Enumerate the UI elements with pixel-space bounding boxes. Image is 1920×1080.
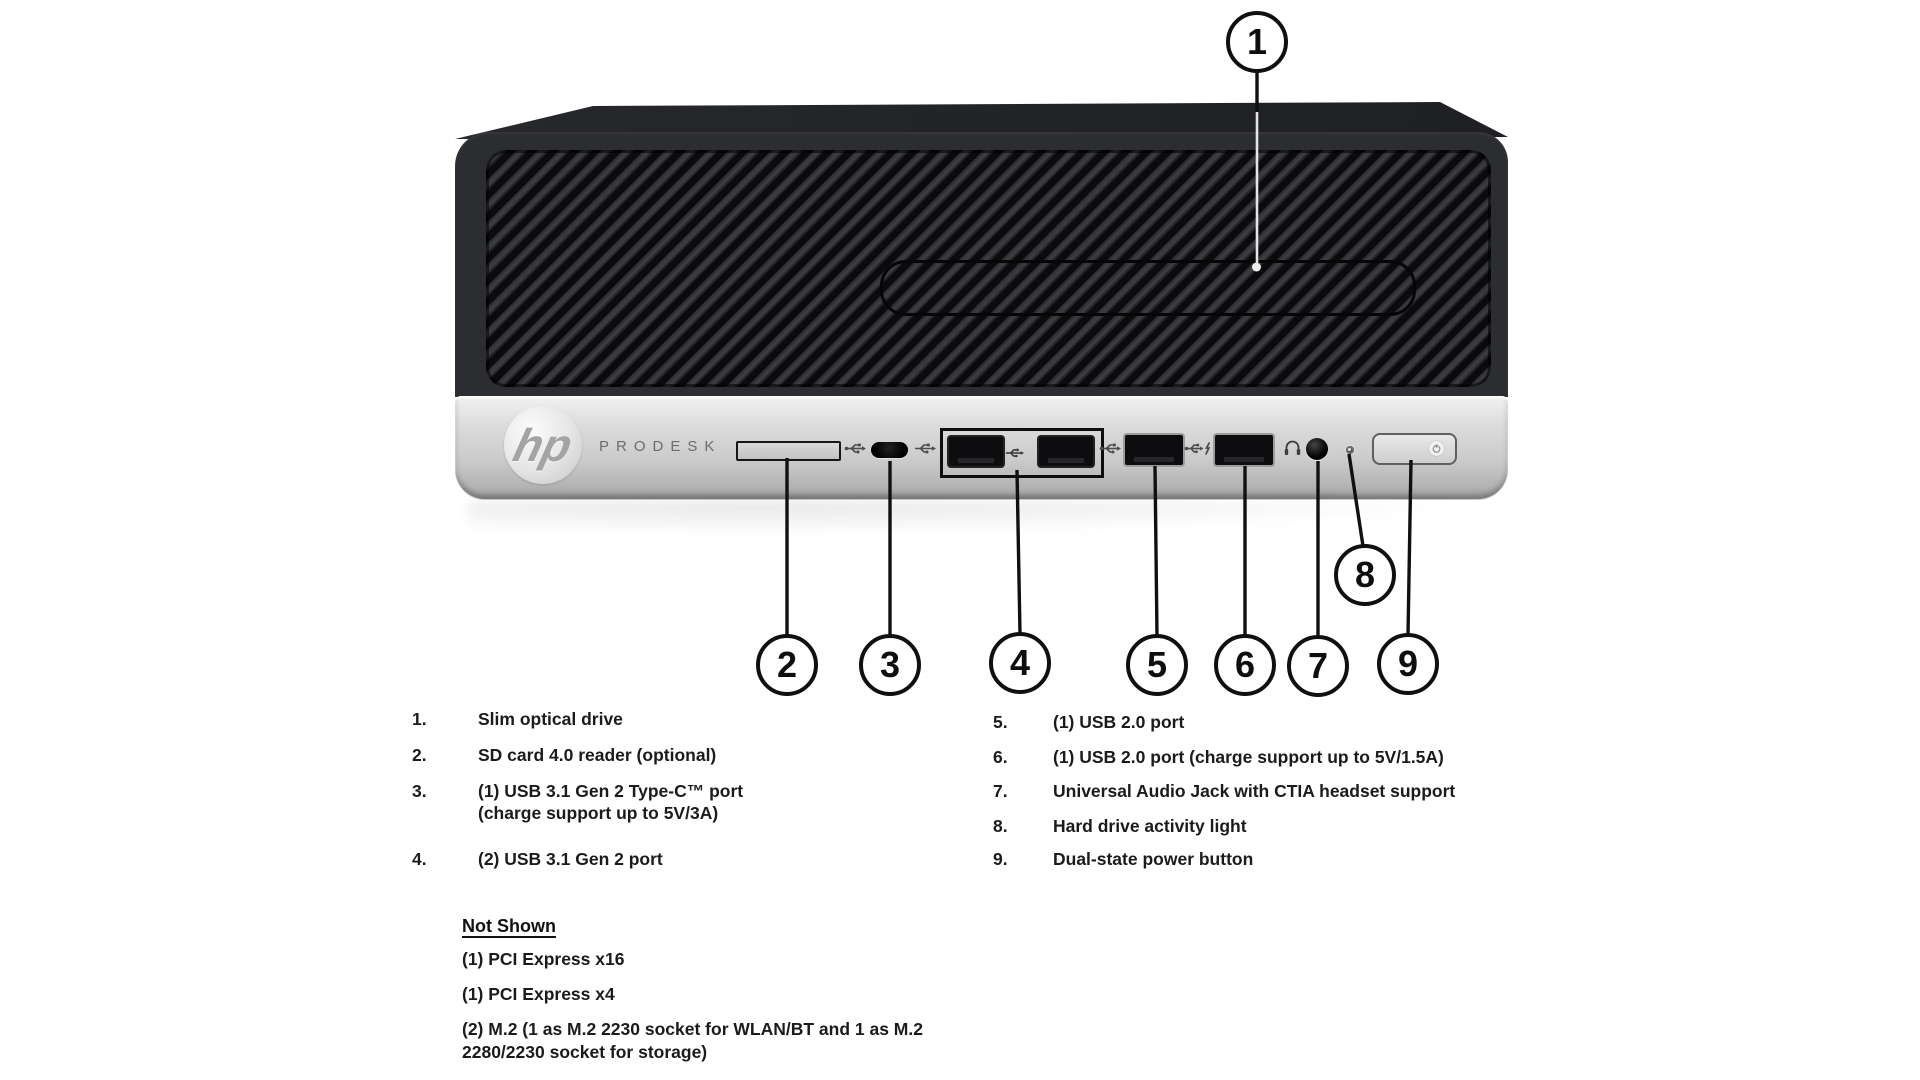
front-io-panel: hp PRODESK <box>455 396 1508 499</box>
usb-charging-icon <box>1184 442 1211 455</box>
callout-9: 9 <box>1377 633 1439 695</box>
not-shown-item: (2) M.2 (1 as M.2 2230 socket for WLAN/B… <box>462 1019 923 1062</box>
callout-5: 5 <box>1126 634 1188 696</box>
headphone-icon <box>1284 440 1301 455</box>
callout-5-number: 5 <box>1146 644 1168 685</box>
usb3-port-right <box>1039 437 1093 466</box>
power-icon <box>1429 441 1444 456</box>
legend-item-text: SD card 4.0 reader (optional) <box>478 745 717 765</box>
power-button <box>1372 433 1457 465</box>
callout-9-number: 9 <box>1397 643 1419 684</box>
legend-item-4: 4. (2) USB 3.1 Gen 2 port <box>412 848 663 870</box>
callout-line-8 <box>1347 453 1365 547</box>
legend-item-number: 7. <box>993 781 1008 801</box>
callout-6-number: 6 <box>1234 644 1256 685</box>
callout-1-number: 1 <box>1246 21 1268 62</box>
legend-item-text-line2: (charge support up to 5V/3A) <box>478 803 719 823</box>
callout-8: 8 <box>1334 544 1396 606</box>
callout-4-number: 4 <box>1009 642 1031 683</box>
callout-2-number: 2 <box>776 644 798 685</box>
legend-item-text: Hard drive activity light <box>1053 816 1247 836</box>
superspeed-usb-icon <box>915 443 936 454</box>
legend-item-text: (2) USB 3.1 Gen 2 port <box>478 849 663 869</box>
legend-item-6: 6. (1) USB 2.0 port (charge support up t… <box>993 746 1444 768</box>
callout-7-number: 7 <box>1307 645 1329 686</box>
callout-line-9 <box>1406 459 1413 636</box>
callout-3: 3 <box>859 634 921 696</box>
dual-usb3-port-group <box>940 428 1104 478</box>
hp-logo: hp <box>504 406 582 484</box>
legend-item-3: 3. (1) USB 3.1 Gen 2 Type-C™ port (charg… <box>412 780 743 824</box>
legend-item-5: 5. (1) USB 2.0 port <box>993 711 1184 733</box>
legend-item-7: 7. Universal Audio Jack with CTIA headse… <box>993 780 1455 802</box>
legend-item-number: 8. <box>993 816 1008 836</box>
legend-item-text: (1) USB 3.1 Gen 2 Type-C™ port (charge s… <box>478 780 743 824</box>
model-name-text: PRODESK <box>599 438 722 455</box>
callout-line-4 <box>1015 469 1022 635</box>
floor-reflection <box>468 501 1498 535</box>
hdd-activity-light <box>1346 446 1354 454</box>
superspeed-usb-icon <box>1005 448 1025 458</box>
usb-icon <box>844 443 866 454</box>
usb2-port <box>1125 435 1183 465</box>
legend-item-text: (1) USB 2.0 port (charge support up to 5… <box>1053 747 1444 767</box>
legend-item-number: 1. <box>412 709 427 729</box>
legend-item-text-line1: (1) USB 3.1 Gen 2 Type-C™ port <box>478 781 744 801</box>
computer-front-bezel <box>455 132 1508 397</box>
not-shown-item: (1) PCI Express x4 <box>462 984 615 1004</box>
usb-c-port <box>871 442 908 458</box>
not-shown-item: (1) PCI Express x16 <box>462 949 625 969</box>
callout-line-1-tip <box>1252 262 1261 272</box>
audio-jack <box>1306 438 1328 460</box>
callout-8-number: 8 <box>1354 554 1376 595</box>
legend-item-8: 8. Hard drive activity light <box>993 815 1247 837</box>
legend-item-number: 5. <box>993 712 1008 732</box>
callout-6: 6 <box>1214 634 1276 696</box>
legend-item-9: 9. Dual-state power button <box>993 848 1253 870</box>
legend-item-text: Slim optical drive <box>478 709 623 729</box>
usb3-port-left <box>949 437 1003 466</box>
callout-7: 7 <box>1287 635 1349 697</box>
callout-2: 2 <box>756 634 818 696</box>
callout-line-5 <box>1153 465 1159 637</box>
callout-1: 1 <box>1226 11 1288 73</box>
legend-item-number: 4. <box>412 849 427 869</box>
not-shown-title: Not Shown <box>462 916 556 936</box>
legend-item-number: 9. <box>993 849 1008 869</box>
legend-item-2: 2. SD card 4.0 reader (optional) <box>412 744 716 766</box>
legend-item-1: 1. Slim optical drive <box>412 708 623 730</box>
usb2-charging-port <box>1215 435 1273 465</box>
legend-item-text: (1) USB 2.0 port <box>1053 712 1185 732</box>
ventilation-grille <box>486 150 1491 387</box>
legend-item-number: 6. <box>993 747 1008 767</box>
legend-item-text: Dual-state power button <box>1053 849 1254 869</box>
callout-4: 4 <box>989 632 1051 694</box>
legend-item-number: 3. <box>412 781 427 801</box>
legend-item-text: Universal Audio Jack with CTIA headset s… <box>1053 781 1456 801</box>
usb-icon <box>1099 443 1121 454</box>
slim-optical-drive-outline <box>880 260 1416 316</box>
callout-3-number: 3 <box>879 644 901 685</box>
legend-item-number: 2. <box>412 745 427 765</box>
